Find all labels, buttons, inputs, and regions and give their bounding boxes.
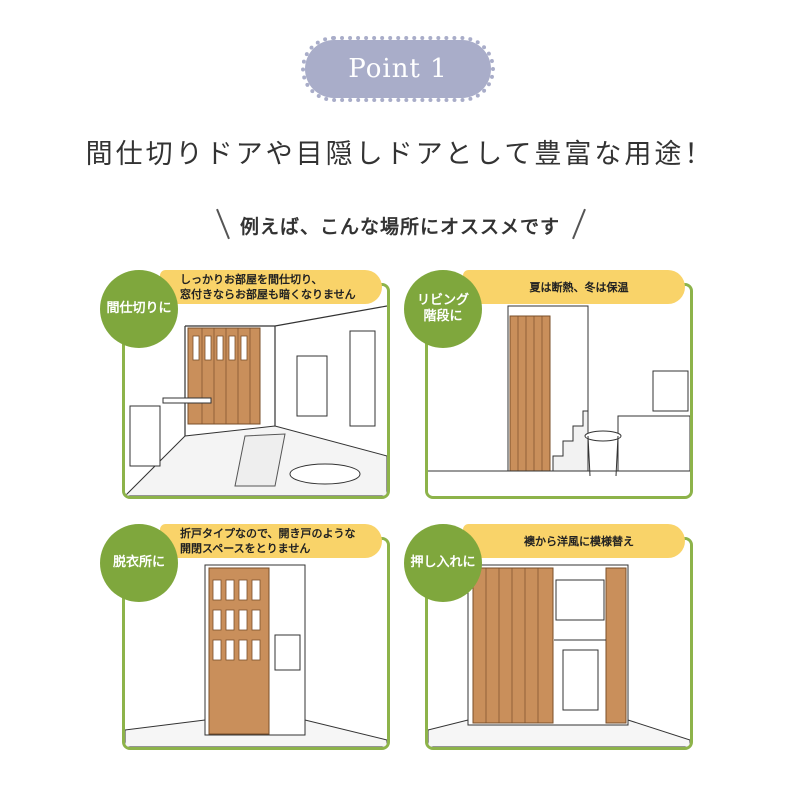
label-circle-living-stairs: リビング階段に bbox=[404, 270, 482, 348]
closet-illustration bbox=[428, 540, 690, 747]
card-closet bbox=[425, 537, 693, 750]
caption-line1: しっかりお部屋を間仕切り、 bbox=[180, 273, 323, 286]
subheading: 例えば、こんな場所にオススメです bbox=[239, 216, 560, 238]
caption-bubble-closet: 襖から洋風に模様替え bbox=[463, 524, 685, 558]
point-badge-label: Point 1 bbox=[348, 54, 448, 84]
caption-bubble-partition: しっかりお部屋を間仕切り、 窓付きならお部屋も暗くなりません bbox=[160, 270, 382, 304]
label-text-2: 階段に bbox=[423, 309, 463, 324]
card-living-stairs bbox=[425, 283, 693, 499]
caption-line1: 襖から洋風に模様替え bbox=[524, 534, 634, 548]
caption-bubble-dressing-room: 折戸タイプなので、開き戸のような 開閉スペースをとりません bbox=[160, 524, 382, 558]
point-badge: Point 1 bbox=[301, 36, 495, 102]
label-text: 脱衣所に bbox=[112, 555, 165, 570]
caption-line1: 折戸タイプなので、開き戸のような bbox=[180, 527, 356, 540]
label-text: リビング bbox=[416, 293, 469, 308]
label-circle-dressing-room: 脱衣所に bbox=[100, 524, 178, 602]
stairs-illustration bbox=[428, 286, 690, 496]
caption-line2: 開閉スペースをとりません bbox=[180, 542, 311, 555]
label-text: 間仕切りに bbox=[106, 301, 172, 316]
caption-bubble-living-stairs: 夏は断熱、冬は保温 bbox=[463, 270, 685, 304]
headline: 間仕切りドアや目隠しドアとして豊富な用途！ bbox=[85, 139, 715, 170]
label-circle-partition: 間仕切りに bbox=[100, 270, 178, 348]
label-text: 押し入れに bbox=[410, 555, 476, 570]
label-circle-closet: 押し入れに bbox=[404, 524, 482, 602]
caption-line1: 夏は断熱、冬は保温 bbox=[529, 280, 629, 294]
caption-line2: 窓付きならお部屋も暗くなりません bbox=[180, 288, 356, 301]
